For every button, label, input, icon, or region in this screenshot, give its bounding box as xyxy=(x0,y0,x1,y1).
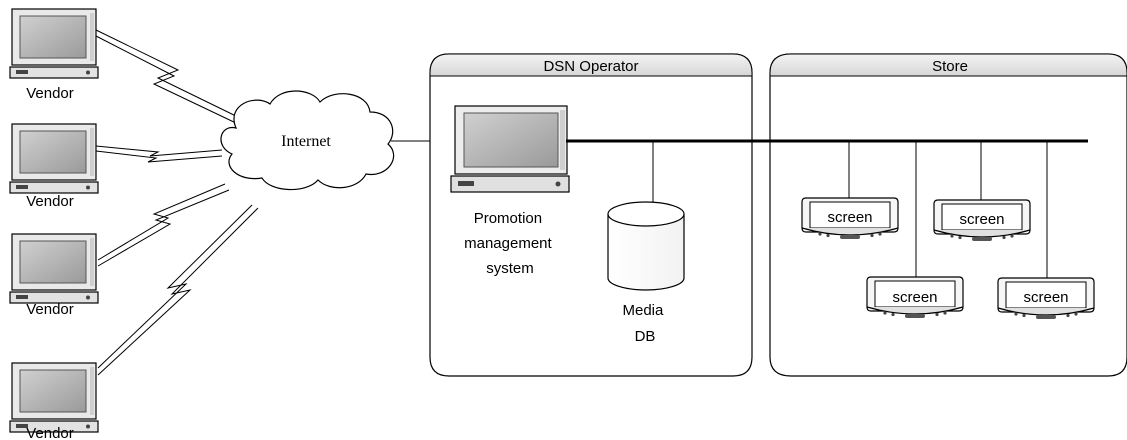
computer-icon xyxy=(9,8,99,79)
database-icon xyxy=(607,201,685,291)
media-db: Media DB xyxy=(607,201,685,345)
vendor-3: Vendor xyxy=(9,233,99,318)
vendor-label: Vendor xyxy=(26,85,74,102)
dsn-operator-panel: DSN Operator Promotion management system xyxy=(429,53,753,377)
operator-panel-header xyxy=(429,53,753,77)
vendor-label: Vendor xyxy=(26,425,74,440)
db-label: Media DB xyxy=(622,302,667,345)
lightning-link-4 xyxy=(97,204,259,376)
computer-icon xyxy=(9,233,99,304)
store-panel-header xyxy=(769,53,1127,77)
vendor-1: Vendor xyxy=(9,8,99,102)
internet-cloud: Internet xyxy=(220,90,395,191)
store-screen-1: screen xyxy=(801,197,899,240)
computer-icon xyxy=(9,123,99,194)
system-label-line-1: Promotion xyxy=(474,210,542,227)
internet-label: Internet xyxy=(281,133,331,150)
vendor-links xyxy=(95,29,259,376)
lightning-link-2 xyxy=(95,145,223,163)
promotion-system-computer: Promotion management system xyxy=(450,105,570,277)
network-bus xyxy=(566,139,1088,278)
vendor-4: Vendor xyxy=(9,362,99,440)
screen-label: screen xyxy=(959,211,1004,228)
vendor-label: Vendor xyxy=(26,193,74,210)
system-label: Promotion management system xyxy=(464,210,556,277)
screen-label: screen xyxy=(1023,289,1068,306)
store-screen-3: screen xyxy=(866,276,964,319)
store-screen-4: screen xyxy=(997,277,1095,320)
screen-label: screen xyxy=(892,289,937,306)
cloud-icon xyxy=(220,90,395,191)
operator-title: DSN Operator xyxy=(543,58,638,75)
computer-icon xyxy=(9,362,99,433)
db-label-line-1: Media xyxy=(622,302,664,319)
system-label-line-2: management xyxy=(464,235,552,252)
store-screen-2: screen xyxy=(933,199,1031,242)
system-label-line-3: system xyxy=(486,260,534,277)
lightning-link-3 xyxy=(97,183,230,267)
lightning-link-1 xyxy=(95,29,241,125)
db-label-line-2: DB xyxy=(635,328,656,345)
computer-icon xyxy=(450,105,570,193)
store-title: Store xyxy=(932,58,968,75)
screen-label: screen xyxy=(827,209,872,226)
vendor-2: Vendor xyxy=(9,123,99,210)
vendor-label: Vendor xyxy=(26,301,74,318)
